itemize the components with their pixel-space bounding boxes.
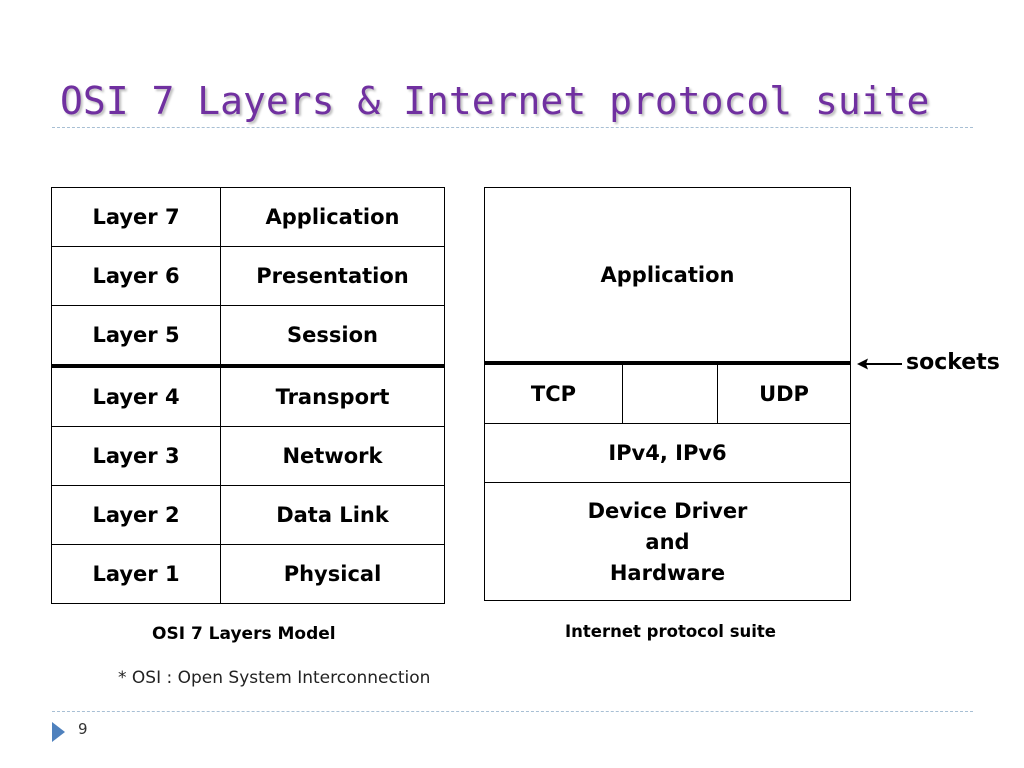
osi-row-layer-6: Layer 6 Presentation: [51, 246, 445, 306]
osi-layer-name: Data Link: [220, 485, 445, 545]
osi-row-layer-1: Layer 1 Physical: [51, 544, 445, 604]
osi-layers-table: Layer 7 Application Layer 6 Presentation…: [51, 187, 445, 604]
osi-layer-number: Layer 7: [51, 187, 221, 247]
internet-protocol-stack: Application TCP UDP IPv4, IPv6 Device Dr…: [484, 187, 851, 601]
osi-layer-name: Application: [220, 187, 445, 247]
osi-layer-name: Physical: [220, 544, 445, 604]
osi-layer-number: Layer 4: [51, 365, 221, 427]
title-divider: [52, 127, 973, 128]
inet-ip-block: IPv4, IPv6: [485, 424, 850, 483]
inet-device-line: Hardware: [609, 560, 726, 585]
inet-device-line: and: [645, 529, 690, 554]
inet-device-line: Device Driver: [587, 498, 748, 523]
footer-divider: [52, 711, 973, 712]
osi-layer-name: Network: [220, 426, 445, 486]
inet-transport-gap-cell: [623, 365, 718, 423]
page-number: 9: [78, 720, 88, 738]
inet-device-block: Device Driver and Hardware: [485, 483, 850, 601]
osi-row-layer-4: Layer 4 Transport: [51, 365, 445, 427]
osi-layer-number: Layer 6: [51, 246, 221, 306]
slide-title: OSI 7 Layers & Internet protocol suite: [60, 79, 930, 123]
osi-row-layer-7: Layer 7 Application: [51, 187, 445, 247]
sockets-arrow-icon: [857, 358, 902, 370]
osi-row-layer-2: Layer 2 Data Link: [51, 485, 445, 545]
osi-layer-name: Transport: [220, 365, 445, 427]
osi-layer-number: Layer 1: [51, 544, 221, 604]
osi-layer-number: Layer 2: [51, 485, 221, 545]
osi-layer-name: Session: [220, 305, 445, 368]
osi-layer-number: Layer 5: [51, 305, 221, 368]
inet-application-block: Application: [485, 188, 850, 365]
page-marker-triangle-icon: [52, 722, 65, 742]
osi-row-layer-5: Layer 5 Session: [51, 305, 445, 368]
internet-suite-caption: Internet protocol suite: [565, 622, 776, 641]
osi-layer-number: Layer 3: [51, 426, 221, 486]
inet-udp-cell: UDP: [759, 382, 809, 406]
inet-tcp-cell: TCP: [485, 365, 623, 423]
inet-transport-row: TCP UDP: [485, 365, 850, 424]
osi-row-layer-3: Layer 3 Network: [51, 426, 445, 486]
osi-footnote: * OSI : Open System Interconnection: [118, 668, 431, 688]
osi-model-caption: OSI 7 Layers Model: [152, 624, 336, 644]
sockets-label: sockets: [906, 350, 1000, 375]
osi-layer-name: Presentation: [220, 246, 445, 306]
